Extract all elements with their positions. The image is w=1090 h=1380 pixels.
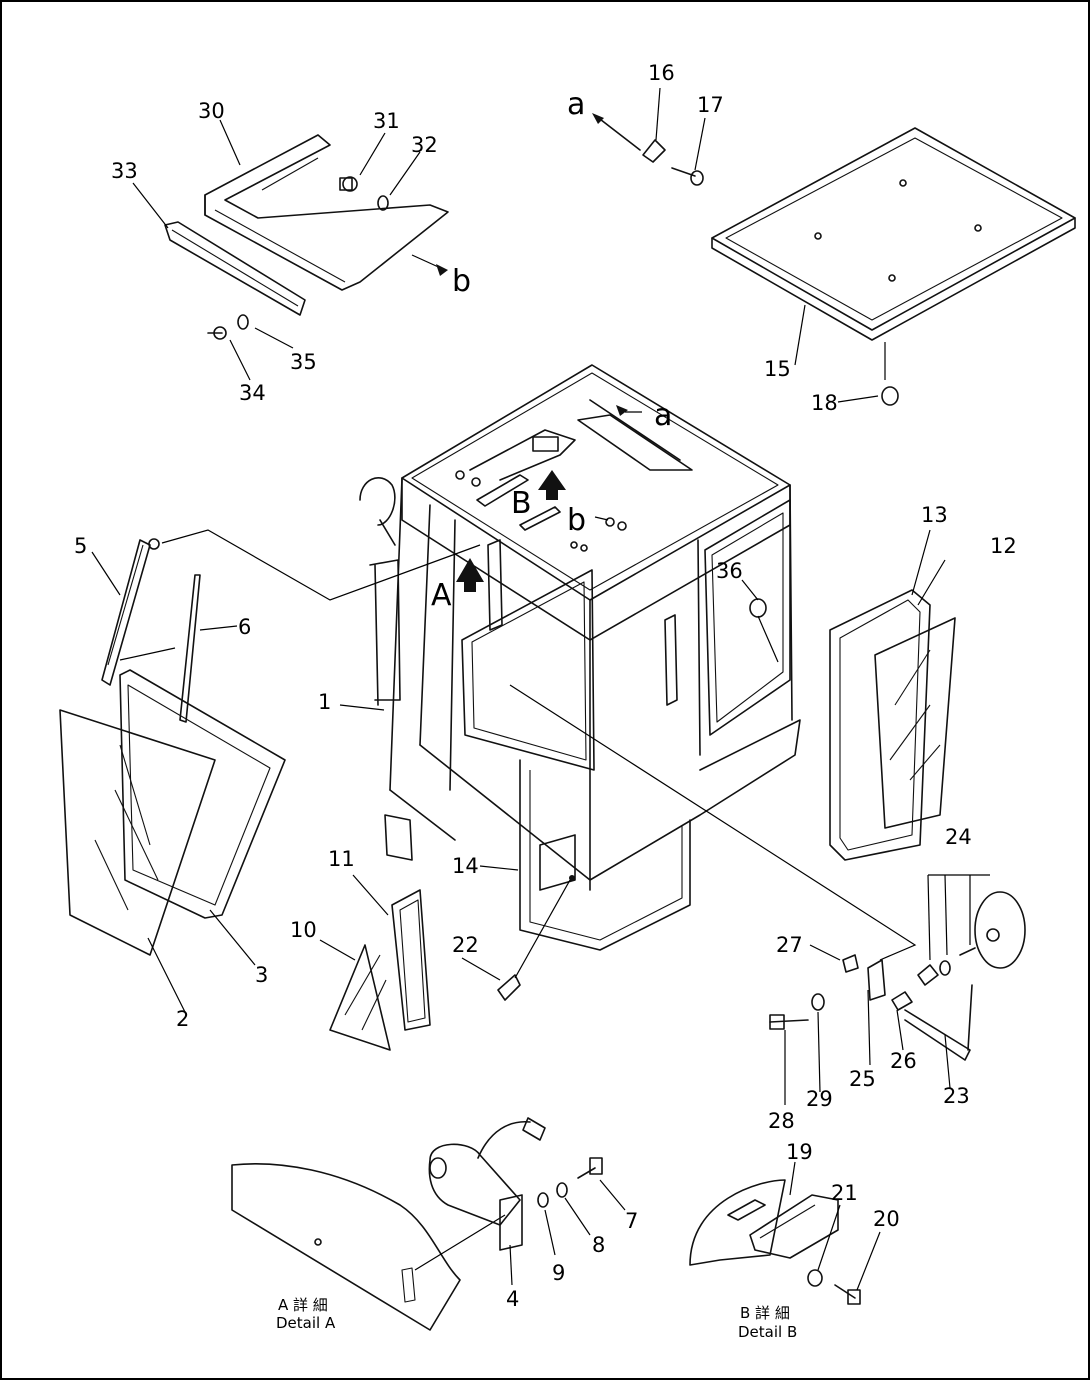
detail-a-caption-line2: Detail A [276, 1314, 336, 1332]
view-letter-a-cab: a [654, 398, 672, 433]
callout-31: 31 [373, 109, 400, 133]
callout-35: 35 [290, 350, 317, 374]
callout-27: 27 [776, 933, 803, 957]
callout-16: 16 [648, 61, 675, 85]
callout-14: 14 [452, 854, 479, 878]
plug [749, 598, 767, 618]
view-letter-b-top: b [452, 264, 471, 299]
detail-b-drawing [689, 1179, 861, 1305]
callout-30: 30 [198, 99, 225, 123]
callout-12: 12 [990, 534, 1017, 558]
front-window-assembly [59, 669, 286, 956]
callout-4: 4 [506, 1287, 519, 1311]
callout-1: 1 [318, 690, 331, 714]
callout-7: 7 [625, 1209, 638, 1233]
mirror-assembly [509, 684, 1026, 1061]
callout-18: 18 [811, 391, 838, 415]
callout-15: 15 [764, 357, 791, 381]
callout-numbers: 1 2 3 4 5 6 7 8 9 10 11 12 13 14 15 16 1… [74, 61, 1017, 1311]
detail-b-caption-line2: Detail B [738, 1323, 797, 1341]
callout-22: 22 [452, 933, 479, 957]
callout-29: 29 [806, 1087, 833, 1111]
callout-36: 36 [716, 559, 743, 583]
callout-26: 26 [890, 1049, 917, 1073]
detail-a-drawing [231, 1117, 603, 1331]
callout-25: 25 [849, 1067, 876, 1091]
rear-window-assembly [829, 589, 956, 861]
callout-34: 34 [239, 381, 266, 405]
callout-11: 11 [328, 847, 355, 871]
detail-b-caption-line1: B 詳 細 [740, 1304, 790, 1322]
callout-33: 33 [111, 159, 138, 183]
clip-and-bolt [592, 113, 704, 186]
callout-20: 20 [873, 1207, 900, 1231]
view-letter-a-top: a [567, 87, 585, 122]
callout-13: 13 [921, 503, 948, 527]
callout-10: 10 [290, 918, 317, 942]
callout-17: 17 [697, 93, 724, 117]
detail-a-caption-line1: A 詳 細 [278, 1296, 328, 1314]
callout-leaders [91, 87, 951, 1291]
callout-5: 5 [74, 534, 87, 558]
callout-2: 2 [176, 1007, 189, 1031]
callout-3: 3 [255, 963, 268, 987]
plug-leader [757, 615, 779, 663]
roof-bracket-assembly [164, 134, 449, 340]
callout-32: 32 [411, 133, 438, 157]
side-window-assembly [329, 889, 431, 1051]
view-letter-b-cab: b [567, 503, 586, 538]
drain-valve [497, 879, 571, 1001]
callout-19: 19 [786, 1140, 813, 1164]
wiper-assembly [101, 529, 481, 723]
callout-28: 28 [768, 1109, 795, 1133]
callout-9: 9 [552, 1261, 565, 1285]
callout-21: 21 [831, 1181, 858, 1205]
callout-6: 6 [238, 615, 251, 639]
view-letters: a b a b A B [431, 87, 672, 613]
cab-frame [359, 364, 801, 951]
view-letter-B-cab: B [511, 486, 532, 521]
roof-panel [711, 127, 1076, 406]
callout-24: 24 [945, 825, 972, 849]
callout-8: 8 [592, 1233, 605, 1257]
callout-23: 23 [943, 1084, 970, 1108]
detail-captions: A 詳 細 Detail A B 詳 細 Detail B [276, 1296, 797, 1341]
view-letter-A-cab: A [431, 578, 452, 613]
